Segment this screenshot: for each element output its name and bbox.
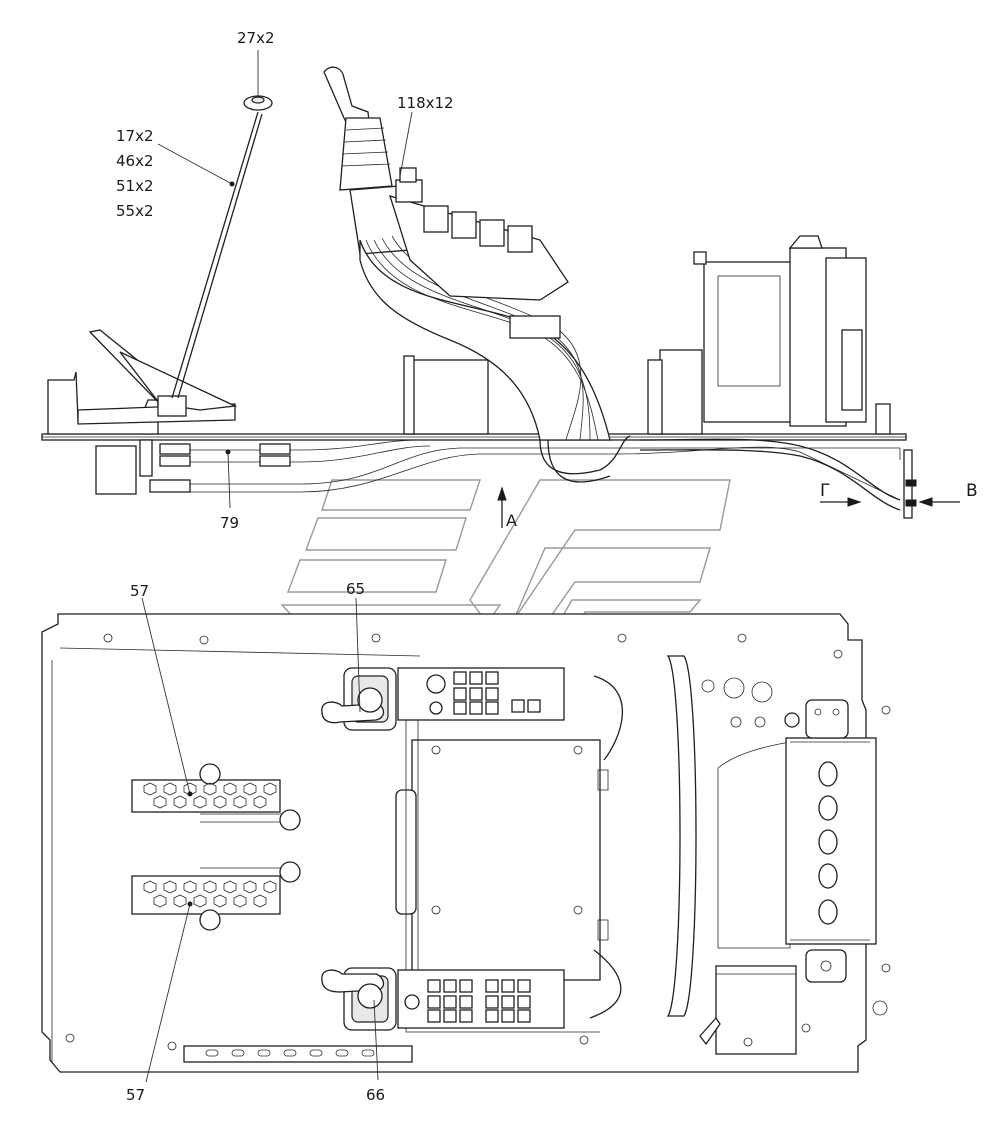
callout-79: 79 — [220, 514, 239, 532]
callout-51x2: 51x2 — [116, 177, 154, 195]
callout-55x2: 55x2 — [116, 202, 154, 220]
view-arrow-g — [820, 497, 862, 507]
label-view-v: В — [966, 481, 978, 501]
side-view — [41, 66, 917, 519]
left-pedal-top — [131, 763, 301, 831]
callout-57-bottom: 57 — [126, 1086, 145, 1104]
joystick-65 — [321, 667, 397, 731]
callout-118x12: 118x12 — [397, 94, 454, 112]
callout-66: 66 — [366, 1086, 385, 1104]
watermark-logo — [280, 479, 731, 729]
view-arrow-v — [918, 497, 960, 507]
control-panel-bottom — [397, 969, 565, 1029]
cylinder-unit — [699, 699, 877, 1055]
leader-lines — [141, 50, 413, 1083]
callout-65: 65 — [346, 580, 365, 598]
control-panel-top — [397, 667, 565, 721]
label-view-g: Г — [820, 481, 830, 501]
callout-57-top: 57 — [130, 582, 149, 600]
callout-17x2: 17x2 — [116, 127, 154, 145]
label-view-a: A — [506, 511, 517, 530]
callout-27x2: 27x2 — [237, 29, 275, 47]
callout-46x2: 46x2 — [116, 152, 154, 170]
top-view — [41, 613, 891, 1073]
joystick-66 — [321, 967, 397, 1031]
view-arrow-a — [497, 486, 507, 528]
right-pedal-top — [131, 861, 301, 931]
